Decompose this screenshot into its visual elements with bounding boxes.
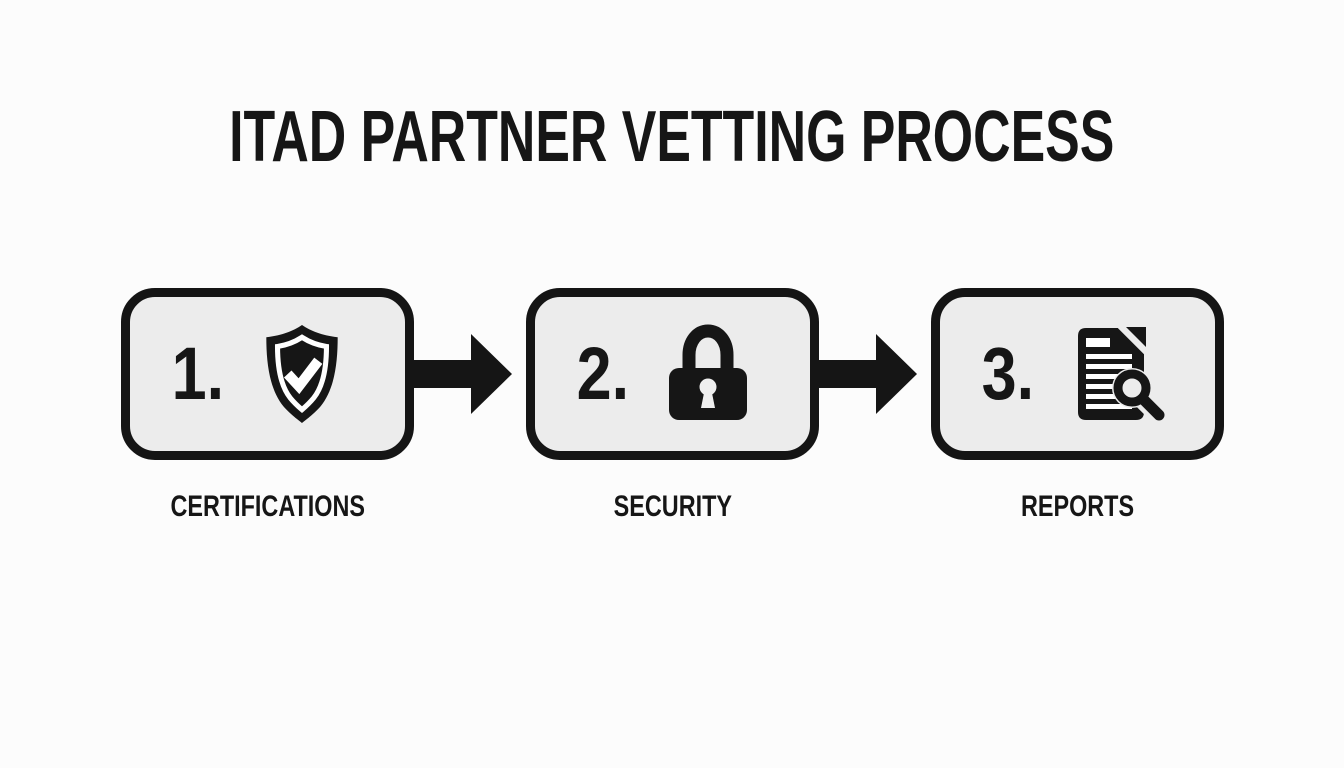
step-1-label: CERTIFICATIONS <box>170 490 365 523</box>
step-2-number: 2. <box>576 332 630 415</box>
step-1-box: 1. <box>121 288 414 460</box>
step-2-label: SECURITY <box>613 490 732 523</box>
step-1-number: 1. <box>171 332 225 415</box>
step-3-label: REPORTS <box>1020 490 1135 523</box>
step-3-box: 3. <box>931 288 1224 460</box>
process-flow: 1. CERTIFICATIONS 2. <box>121 288 1224 522</box>
step-2-box: 2. <box>526 288 819 460</box>
arrow-right-icon <box>414 288 526 460</box>
padlock-icon <box>665 324 751 424</box>
step-3-number: 3. <box>981 332 1035 415</box>
page-title-text: ITAD PARTNER VETTING PROCESS <box>229 97 1115 177</box>
step-security: 2. SECURITY <box>526 288 819 522</box>
report-magnifier-icon <box>1070 326 1170 422</box>
step-certifications: 1. CERTIFICATIONS <box>121 288 414 522</box>
arrow-right-icon <box>819 288 931 460</box>
shield-check-icon <box>260 322 344 426</box>
step-reports: 3. <box>931 288 1224 522</box>
page-title: ITAD PARTNER VETTING PROCESS <box>0 101 1344 173</box>
